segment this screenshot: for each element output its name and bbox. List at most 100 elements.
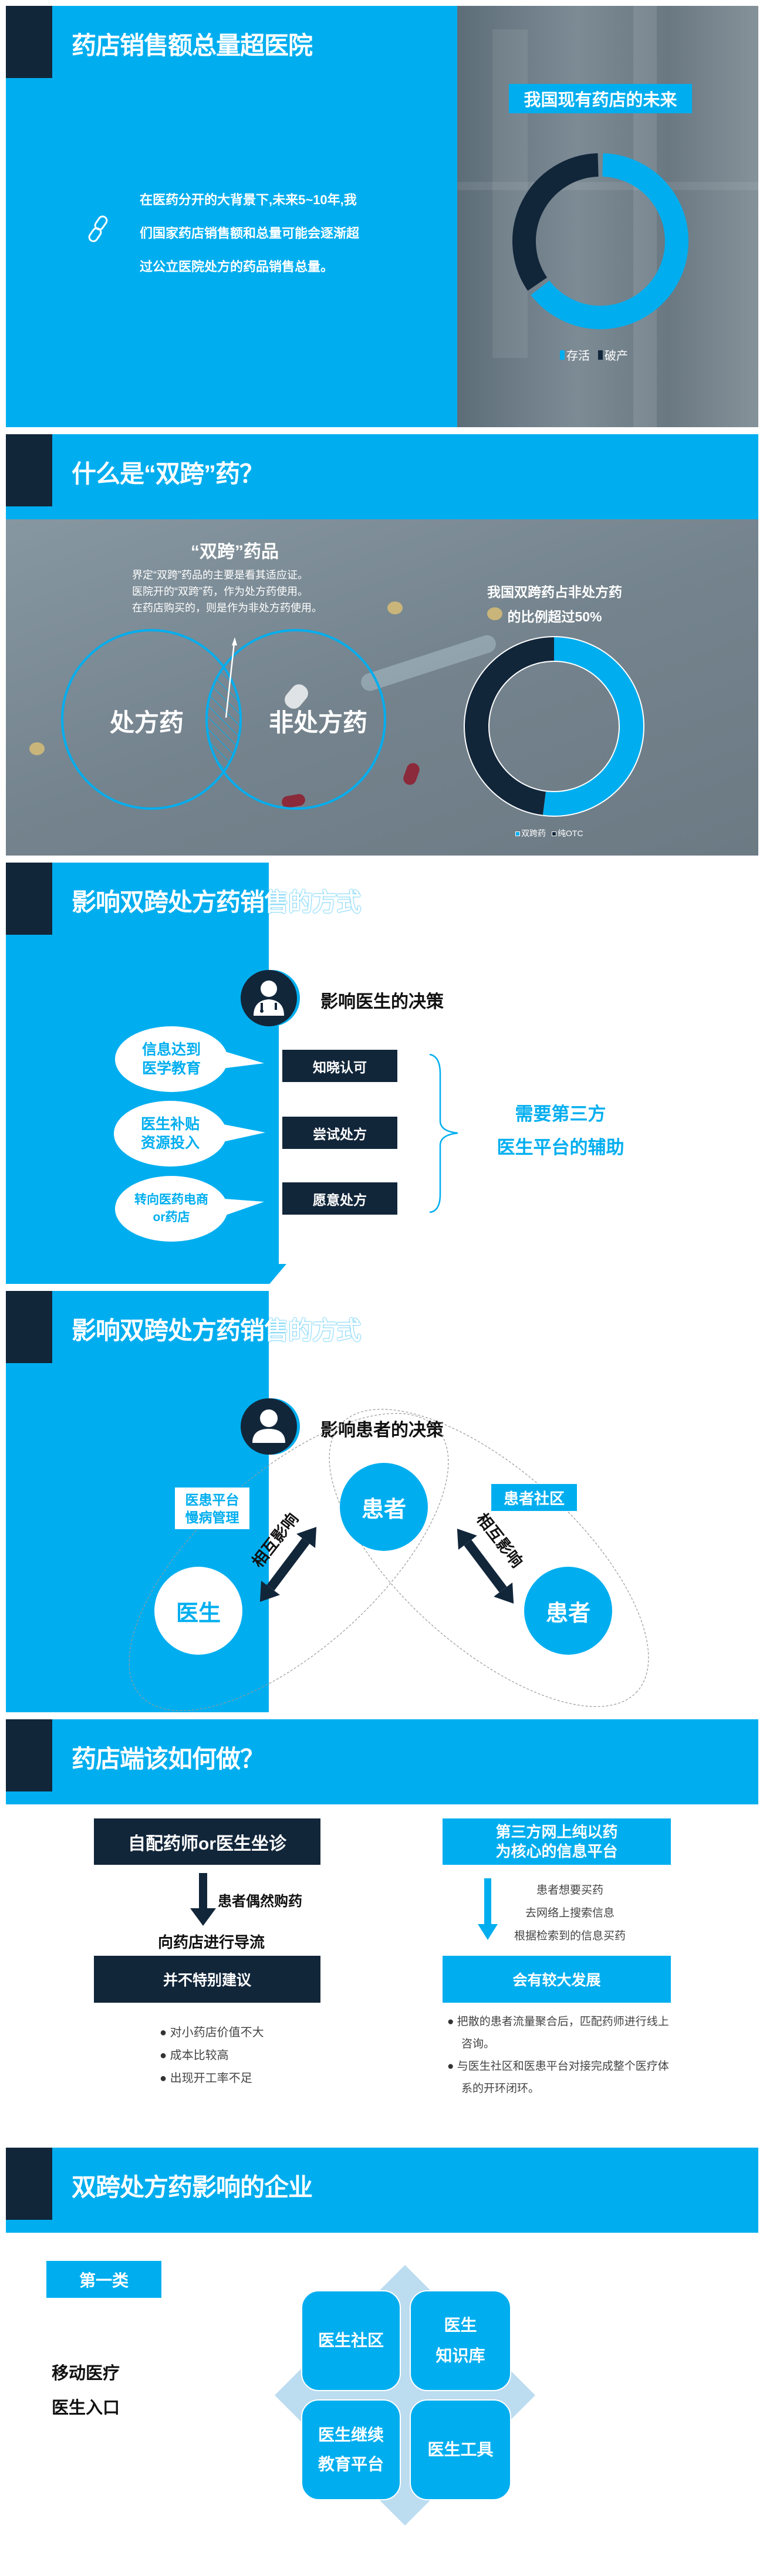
donut-chart [464,636,644,817]
slide-title: 影响双跨处方药销售的方式 [72,888,361,916]
slide-what-is-dual: 什么是“双跨”药？ “双跨”药品 界定“双跨”药品的主要是看其适应证。 医院开的… [6,434,758,856]
double-arrow-icon [457,1529,514,1604]
chart-title-line: 的比例超过50% [507,609,602,624]
bubble-line: 转向医药电商 [134,1193,208,1206]
bubble-line: 医学教育 [141,1060,201,1077]
tag-patient-community: 患者社区 [491,1484,577,1511]
left-verdict-box: 并不特别建议 [94,1956,320,2003]
slide-pharmacy-sales: 药店销售额总量超医院 在医药分开的大背景下,未来5~10年,我 们国家药店销售额… [6,6,758,427]
node-doctor [154,1567,242,1655]
slide-body: 在医药分开的大背景下,未来5~10年,我 们国家药店销售额和总量可能会逐渐超 过… [140,183,359,283]
header-bar [6,2148,758,2233]
legend-item: 存活 [560,346,590,363]
donut-segment-双跨药 [542,637,643,816]
title-accent-block [6,2148,52,2220]
step-text: 患者想要买药 [536,1884,603,1896]
flow-arrows [190,1873,498,1940]
title-accent-block [6,1719,52,1791]
desc-line: 在药店购买的，则是作为非处方药使用。 [132,602,322,614]
legend-item: 双跨药 [515,827,546,839]
donut-segment-存活 [531,153,688,329]
pharmacy-photo [457,6,758,427]
slide-influence-doctor: 影响双跨处方药销售的方式 影响医生的决策 信息达到医学教育 医生补贴资源投入 转… [6,863,758,1284]
bullet-text: 出现开工率不足 [170,2072,252,2085]
bubble-text: 转向医药电商 or药店 [113,1188,230,1229]
box-line: 第三方网上纯以药 [495,1823,618,1841]
bullet-text: 成本比较高 [170,2049,229,2062]
desc-line: 医院开的“双跨”药，作为处方药使用。 [132,586,308,597]
legend-label: 双跨药 [521,829,546,838]
bubble-text: 信息达到医学教育 [117,1039,225,1080]
legend-label: 纯OTC [558,829,583,838]
slide-title: 双跨处方药影响的企业 [72,2173,313,2201]
tile-doctor-community: 医生社区 [301,2290,401,2391]
box-line: 为核心的信息平台 [495,1842,618,1860]
title-accent-block [6,434,52,506]
step-box: 愿意处方 [282,1182,397,1215]
step-box: 尝试处方 [282,1117,397,1149]
bullet-text: 对小药店价值不大 [170,2026,264,2039]
speech-bubble [115,1176,228,1242]
bubble-text: 医生补贴资源投入 [116,1113,224,1154]
down-arrow-icon [484,1878,491,1925]
label-otc: 非处方药 [268,708,367,736]
bullet-item: ● 把散的患者流量聚合后，匹配药师进行线上咨询。 [447,2016,669,2050]
left-option-box: 自配药师or医生坐诊 [94,1818,320,1865]
donut-segment-纯OTC [465,637,555,815]
tile-line: 医生 [444,2316,477,2334]
slide-affected-companies: 双跨处方药影响的企业 第一类 移动医疗 医生入口 医生社区 医生知识库 医生继续… [6,2148,758,2569]
tag-line: 医患平台 [185,1492,239,1507]
tile-doctor-tools: 医生工具 [410,2399,511,2500]
speech-bubble [114,1101,227,1167]
label-prescription: 处方药 [109,708,184,736]
category-badge: 第一类 [46,2261,161,2298]
slide-title: 药店销售额总量超医院 [72,32,313,59]
bubble-line: 医生补贴 [140,1116,200,1133]
bullet-text: 与医生社区和医患平台对接完成整个医疗体系的开环闭环。 [457,2060,669,2095]
body-line: 在医药分开的大背景下,未来5~10年,我 [140,192,357,207]
legend-item: 纯OTC [552,827,583,839]
node-patient-right [524,1567,612,1655]
node-label: 患者 [361,1497,406,1522]
bullet-item: ● 成本比较高 [160,2049,229,2062]
tag-doctor-patient-platform: 医患平台慢病管理 [175,1488,249,1529]
bubble-line: 信息达到 [141,1042,201,1058]
flow-result: 向药店进行导流 [157,1933,265,1951]
bubble-line: or药店 [153,1211,190,1224]
chart-legend: 双跨药 纯OTC [515,827,583,839]
slide-title: 影响双跨处方药销售的方式 [72,1317,361,1344]
chart-title: 我国双跨药占非处方药 的比例超过50% [464,580,646,629]
slide-title: 药店端该如何做？ [72,1745,265,1773]
tile-line: 教育平台 [318,2455,384,2473]
category-item: 移动医疗 [52,2364,120,2383]
tile-line: 医生工具 [427,2440,494,2459]
chart-title-line: 我国双跨药占非处方药 [487,584,622,600]
category-items: 移动医疗 医生入口 [52,2357,120,2426]
venn-circle-prescription [61,629,242,810]
chart-title: 我国现有药店的未来 [509,84,692,113]
patient-icon [241,1398,297,1455]
bubble-line: 资源投入 [140,1135,200,1151]
right-verdict-box: 会有较大发展 [443,1956,671,2003]
arrow-label: 患者偶然购药 [218,1894,302,1909]
doctor-icon [241,970,297,1026]
category-item: 医生入口 [52,2399,120,2418]
tile-doctor-knowledge: 医生知识库 [410,2290,511,2391]
speech-bubble [115,1026,228,1092]
pointer-arrow [225,643,235,718]
section-subtitle: 影响医生的决策 [320,992,444,1012]
blue-panel [6,6,457,427]
right-option-box: 第三方网上纯以药为核心的信息平台 [443,1818,671,1865]
legend-item: 破产 [598,346,628,363]
conclusion-line: 医生平台的辅助 [497,1137,624,1158]
slide-title: 什么是“双跨”药？ [72,460,264,488]
relation-diagram [129,1409,649,1711]
speech-bubbles [114,1026,458,1242]
title-accent-block [6,6,52,78]
donut-segment-破产 [512,153,599,291]
arrow-head-icon [232,637,237,645]
venn-diagram [61,629,386,810]
title-accent-block [6,1291,52,1363]
right-steps: 患者想要买药 去网络上搜索信息 根据检索到的信息买药 [502,1879,637,1948]
step-box: 知晓认可 [282,1050,397,1082]
